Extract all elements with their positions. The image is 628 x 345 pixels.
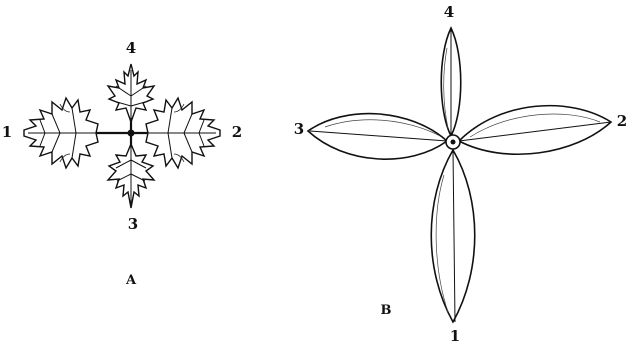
figure-a-label-bottom: 3 [128, 215, 138, 233]
figure-a-label-top: 4 [126, 39, 136, 57]
figure-a-leaf-left [24, 98, 98, 168]
figure-b-label-bottom: 1 [450, 327, 460, 345]
figure-b-leaf-top [441, 28, 461, 136]
figure-a-node [128, 130, 135, 137]
figure-b-node-center [451, 140, 456, 145]
figure-b-leaf-left [308, 114, 447, 160]
figure-b-label-top: 4 [444, 3, 454, 21]
figure-a-leaf-bottom [108, 144, 154, 208]
figure-b-leaf-bottom [431, 150, 475, 322]
figure-a-leaf-top [108, 64, 154, 122]
figure-a-leaf-right [146, 98, 220, 168]
figure-a: 4 2 3 1 A [2, 39, 242, 288]
figure-a-caption: A [125, 273, 137, 288]
figure-b-leaf-right [459, 106, 611, 155]
figure-a-label-left: 1 [2, 123, 12, 141]
figure-b-label-left: 3 [294, 120, 304, 138]
figure-b: 4 2 1 3 B [294, 3, 627, 345]
figure-b-caption: B [381, 303, 392, 318]
figure-a-label-right: 2 [232, 123, 242, 141]
figure-b-label-right: 2 [617, 112, 627, 130]
